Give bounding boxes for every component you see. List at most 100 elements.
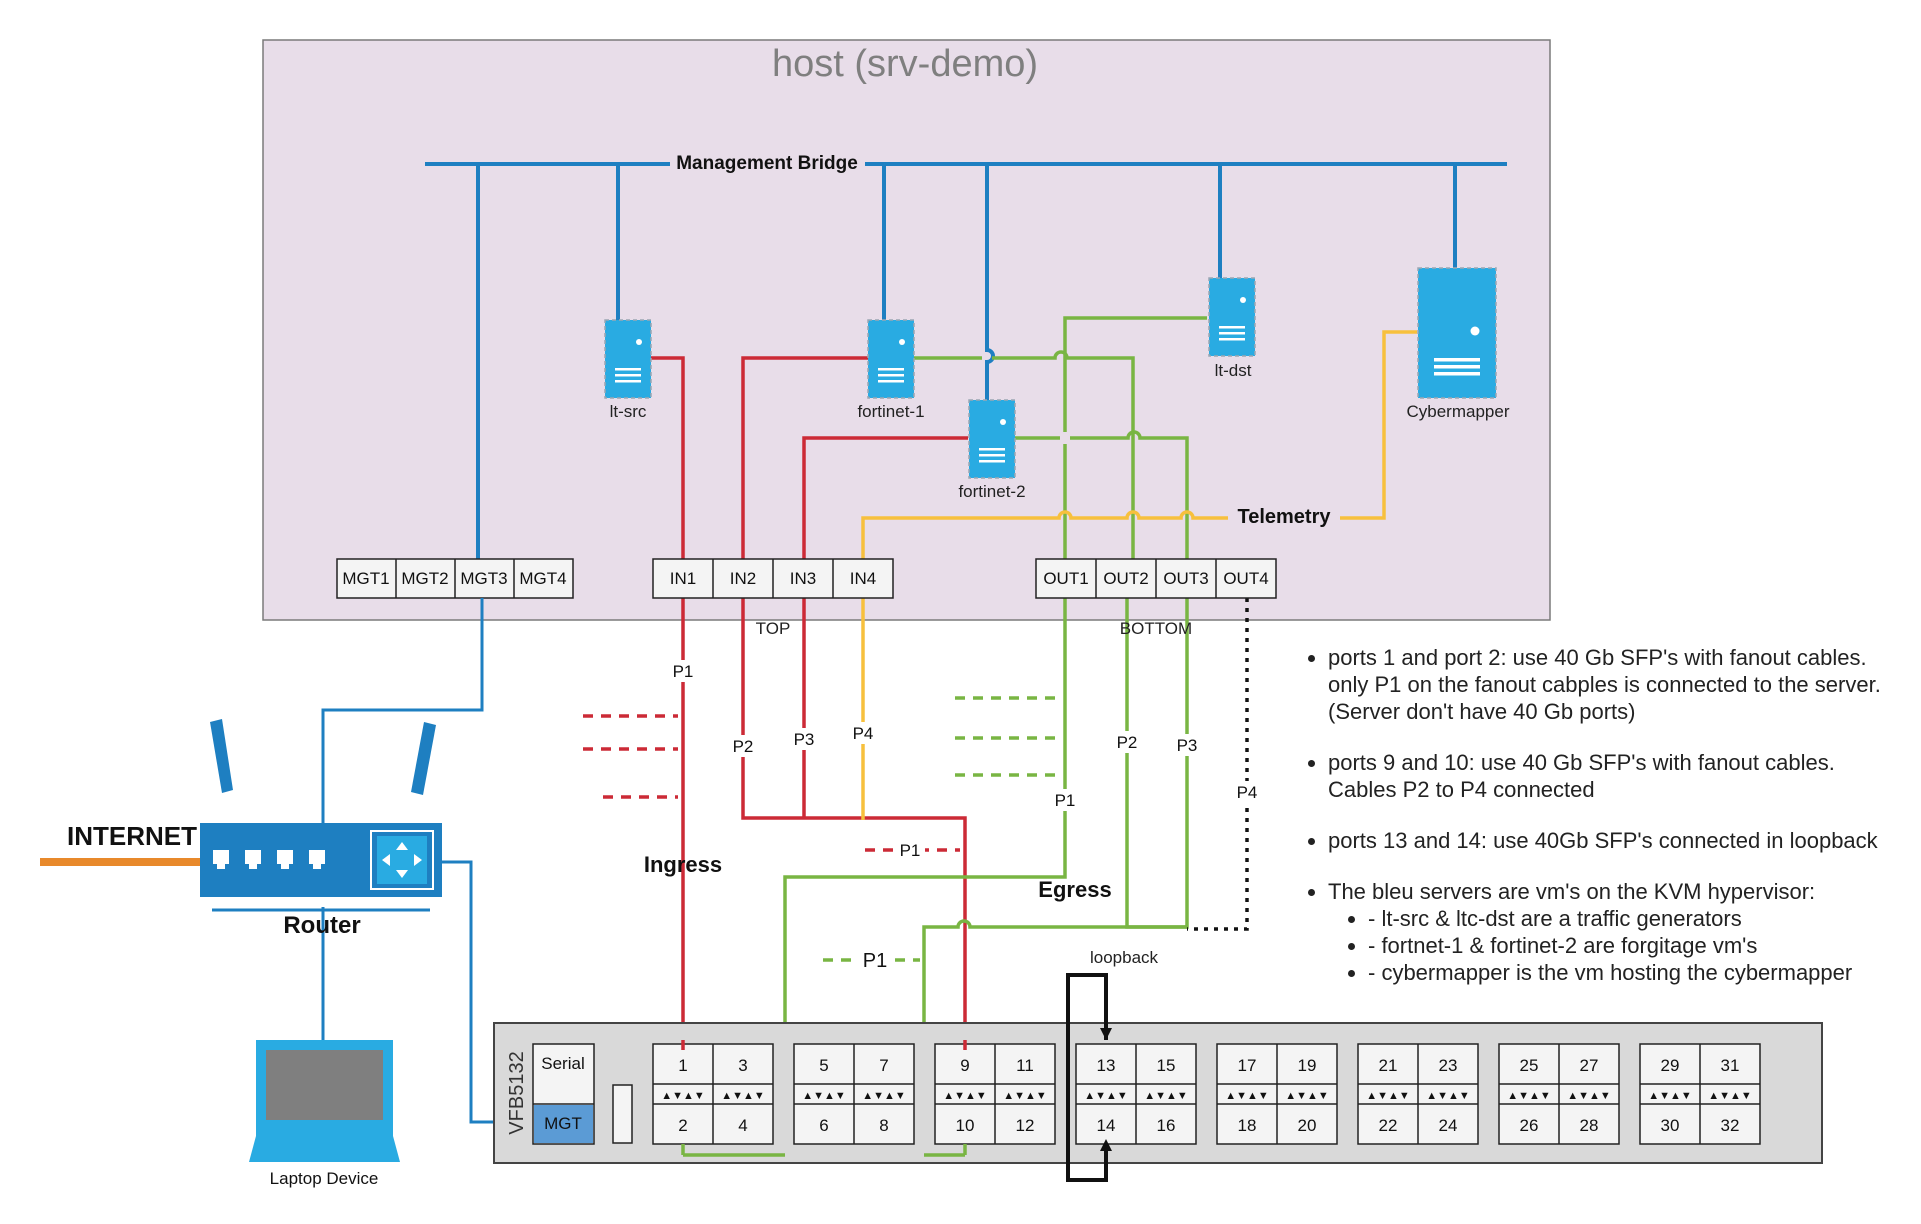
in3-port: IN3 [790, 569, 816, 588]
fortinet-1-label: fortinet-1 [857, 402, 924, 421]
cybermapper-label: Cybermapper [1407, 402, 1510, 421]
switch-port-groups: 1▲▼▲▼23▲▼▲▼45▲▼▲▼67▲▼▲▼89▲▼▲▼1011▲▼▲▼121… [652, 1043, 1761, 1145]
switch-port-15[interactable]: 15 [1157, 1056, 1176, 1075]
ingress-p4-label: P4 [853, 724, 874, 743]
mgt-port[interactable]: MGT [544, 1114, 582, 1133]
switch-port-24[interactable]: 24 [1439, 1116, 1458, 1135]
note-vm-traffic: - lt-src & ltc-dst are a traffic generat… [1368, 905, 1900, 932]
switch-port-9[interactable]: 9 [960, 1056, 969, 1075]
switch-port-13[interactable]: 13 [1097, 1056, 1116, 1075]
router-label: Router [283, 912, 360, 939]
lt-dst-label: lt-dst [1215, 361, 1252, 380]
out-port-strip: OUT1 OUT2 OUT3 OUT4 [1035, 558, 1277, 599]
bridge-label: Management Bridge [676, 153, 858, 174]
lt-dst-server-icon [1208, 277, 1256, 357]
port-status-arrows: ▲▼▲▼ [943, 1090, 987, 1102]
switch-port-2[interactable]: 2 [678, 1116, 687, 1135]
ingress-fanout-p1-label: P1 [900, 841, 921, 860]
switch-port-19[interactable]: 19 [1298, 1056, 1317, 1075]
loopback-cable [1066, 973, 1112, 1182]
out4-dotted-cable [1187, 598, 1249, 931]
switch-port-21[interactable]: 21 [1379, 1056, 1398, 1075]
egress-p1-label: P1 [1055, 791, 1076, 810]
port-status-arrows: ▲▼▲▼ [1144, 1090, 1188, 1102]
mgt-port-strip: MGT1 MGT2 MGT3 MGT4 [336, 558, 574, 599]
router-icon [200, 719, 442, 912]
note-ports-13-14: ports 13 and 14: use 40Gb SFP's connecte… [1328, 827, 1900, 854]
fortinet-1-server-icon [867, 319, 915, 399]
switch-port-5[interactable]: 5 [819, 1056, 828, 1075]
ingress-p2-label: P2 [733, 737, 754, 756]
host-title: host (srv-demo) [772, 43, 1038, 85]
switch-port-14[interactable]: 14 [1097, 1116, 1116, 1135]
switch-port-6[interactable]: 6 [819, 1116, 828, 1135]
port-status-arrows: ▲▼▲▼ [1708, 1090, 1752, 1102]
switch-port-1[interactable]: 1 [678, 1056, 687, 1075]
fortinet-2-server-icon [968, 399, 1016, 479]
switch-port-28[interactable]: 28 [1580, 1116, 1599, 1135]
switch-port-12[interactable]: 12 [1016, 1116, 1035, 1135]
in2-port: IN2 [730, 569, 756, 588]
bridge-label-bg [670, 150, 865, 174]
telemetry-label: Telemetry [1237, 506, 1331, 528]
out3-port: OUT3 [1163, 569, 1208, 588]
switch-port-27[interactable]: 27 [1580, 1056, 1599, 1075]
switch-port-32[interactable]: 32 [1721, 1116, 1740, 1135]
switch-port-17[interactable]: 17 [1238, 1056, 1257, 1075]
telemetry-cable [861, 330, 1417, 820]
out4-p4-label: P4 [1237, 783, 1258, 802]
in4-port: IN4 [850, 569, 876, 588]
switch-port-25[interactable]: 25 [1520, 1056, 1539, 1075]
out4-port: OUT4 [1223, 569, 1268, 588]
port-status-arrows: ▲▼▲▼ [1285, 1090, 1329, 1102]
out1-port: OUT1 [1043, 569, 1088, 588]
note-vms: The bleu servers are vm's on the KVM hyp… [1328, 878, 1900, 986]
switch-port-20[interactable]: 20 [1298, 1116, 1317, 1135]
note-vms-title: The bleu servers are vm's on the KVM hyp… [1328, 879, 1816, 904]
port-status-arrows: ▲▼▲▼ [862, 1090, 906, 1102]
switch-port-16[interactable]: 16 [1157, 1116, 1176, 1135]
switch-port-11[interactable]: 11 [1016, 1056, 1034, 1075]
switch-model: VFB5132 [506, 1051, 528, 1134]
switch-port-4[interactable]: 4 [738, 1116, 747, 1135]
egress-p2-label: P2 [1117, 733, 1138, 752]
switch-port-7[interactable]: 7 [879, 1056, 888, 1075]
port-group-3: 9 ▲▼▲▼ 10 11 ▲▼▲▼ 12 [934, 1043, 1056, 1145]
switch-port-30[interactable]: 30 [1661, 1116, 1680, 1135]
switch-port-31[interactable]: 31 [1721, 1056, 1740, 1075]
switch-port-26[interactable]: 26 [1520, 1116, 1539, 1135]
ingress-fanout-dashes [583, 714, 960, 852]
switch-port-23[interactable]: 23 [1439, 1056, 1458, 1075]
switch-port-22[interactable]: 22 [1379, 1116, 1398, 1135]
switch-port-8[interactable]: 8 [879, 1116, 888, 1135]
mgt4-port: MGT4 [519, 569, 566, 588]
port-status-arrows: ▲▼▲▼ [1003, 1090, 1047, 1102]
note-vm-cybermapper: - cybermapper is the vm hosting the cybe… [1368, 959, 1900, 986]
loopback-label: loopback [1090, 948, 1159, 967]
mgt3-port: MGT3 [460, 569, 507, 588]
note-ports-9-10: ports 9 and 10: use 40 Gb SFP's with fan… [1328, 749, 1900, 803]
port-status-arrows: ▲▼▲▼ [1426, 1090, 1470, 1102]
switch-port-29[interactable]: 29 [1661, 1056, 1680, 1075]
lt-src-server-icon [604, 319, 652, 399]
port-status-arrows: ▲▼▲▼ [1567, 1090, 1611, 1102]
switch-port-3[interactable]: 3 [738, 1056, 747, 1075]
ingress-p1-label: P1 [673, 662, 694, 681]
mgt2-port: MGT2 [401, 569, 448, 588]
switch-port-18[interactable]: 18 [1238, 1116, 1257, 1135]
port-status-arrows: ▲▼▲▼ [802, 1090, 846, 1102]
cable-labels: P1 P2 P3 P4 P1 P2 P3 P4 P1 P1 [668, 660, 1262, 972]
ingress-label: Ingress [644, 852, 722, 877]
management-bridge-lines [425, 162, 1507, 565]
laptop-icon [249, 1040, 400, 1162]
lt-src-label: lt-src [610, 402, 647, 421]
in-port-strip: IN1 IN2 IN3 IN4 [652, 558, 894, 599]
switch-port-10[interactable]: 10 [956, 1116, 975, 1135]
port-status-arrows: ▲▼▲▼ [1366, 1090, 1410, 1102]
